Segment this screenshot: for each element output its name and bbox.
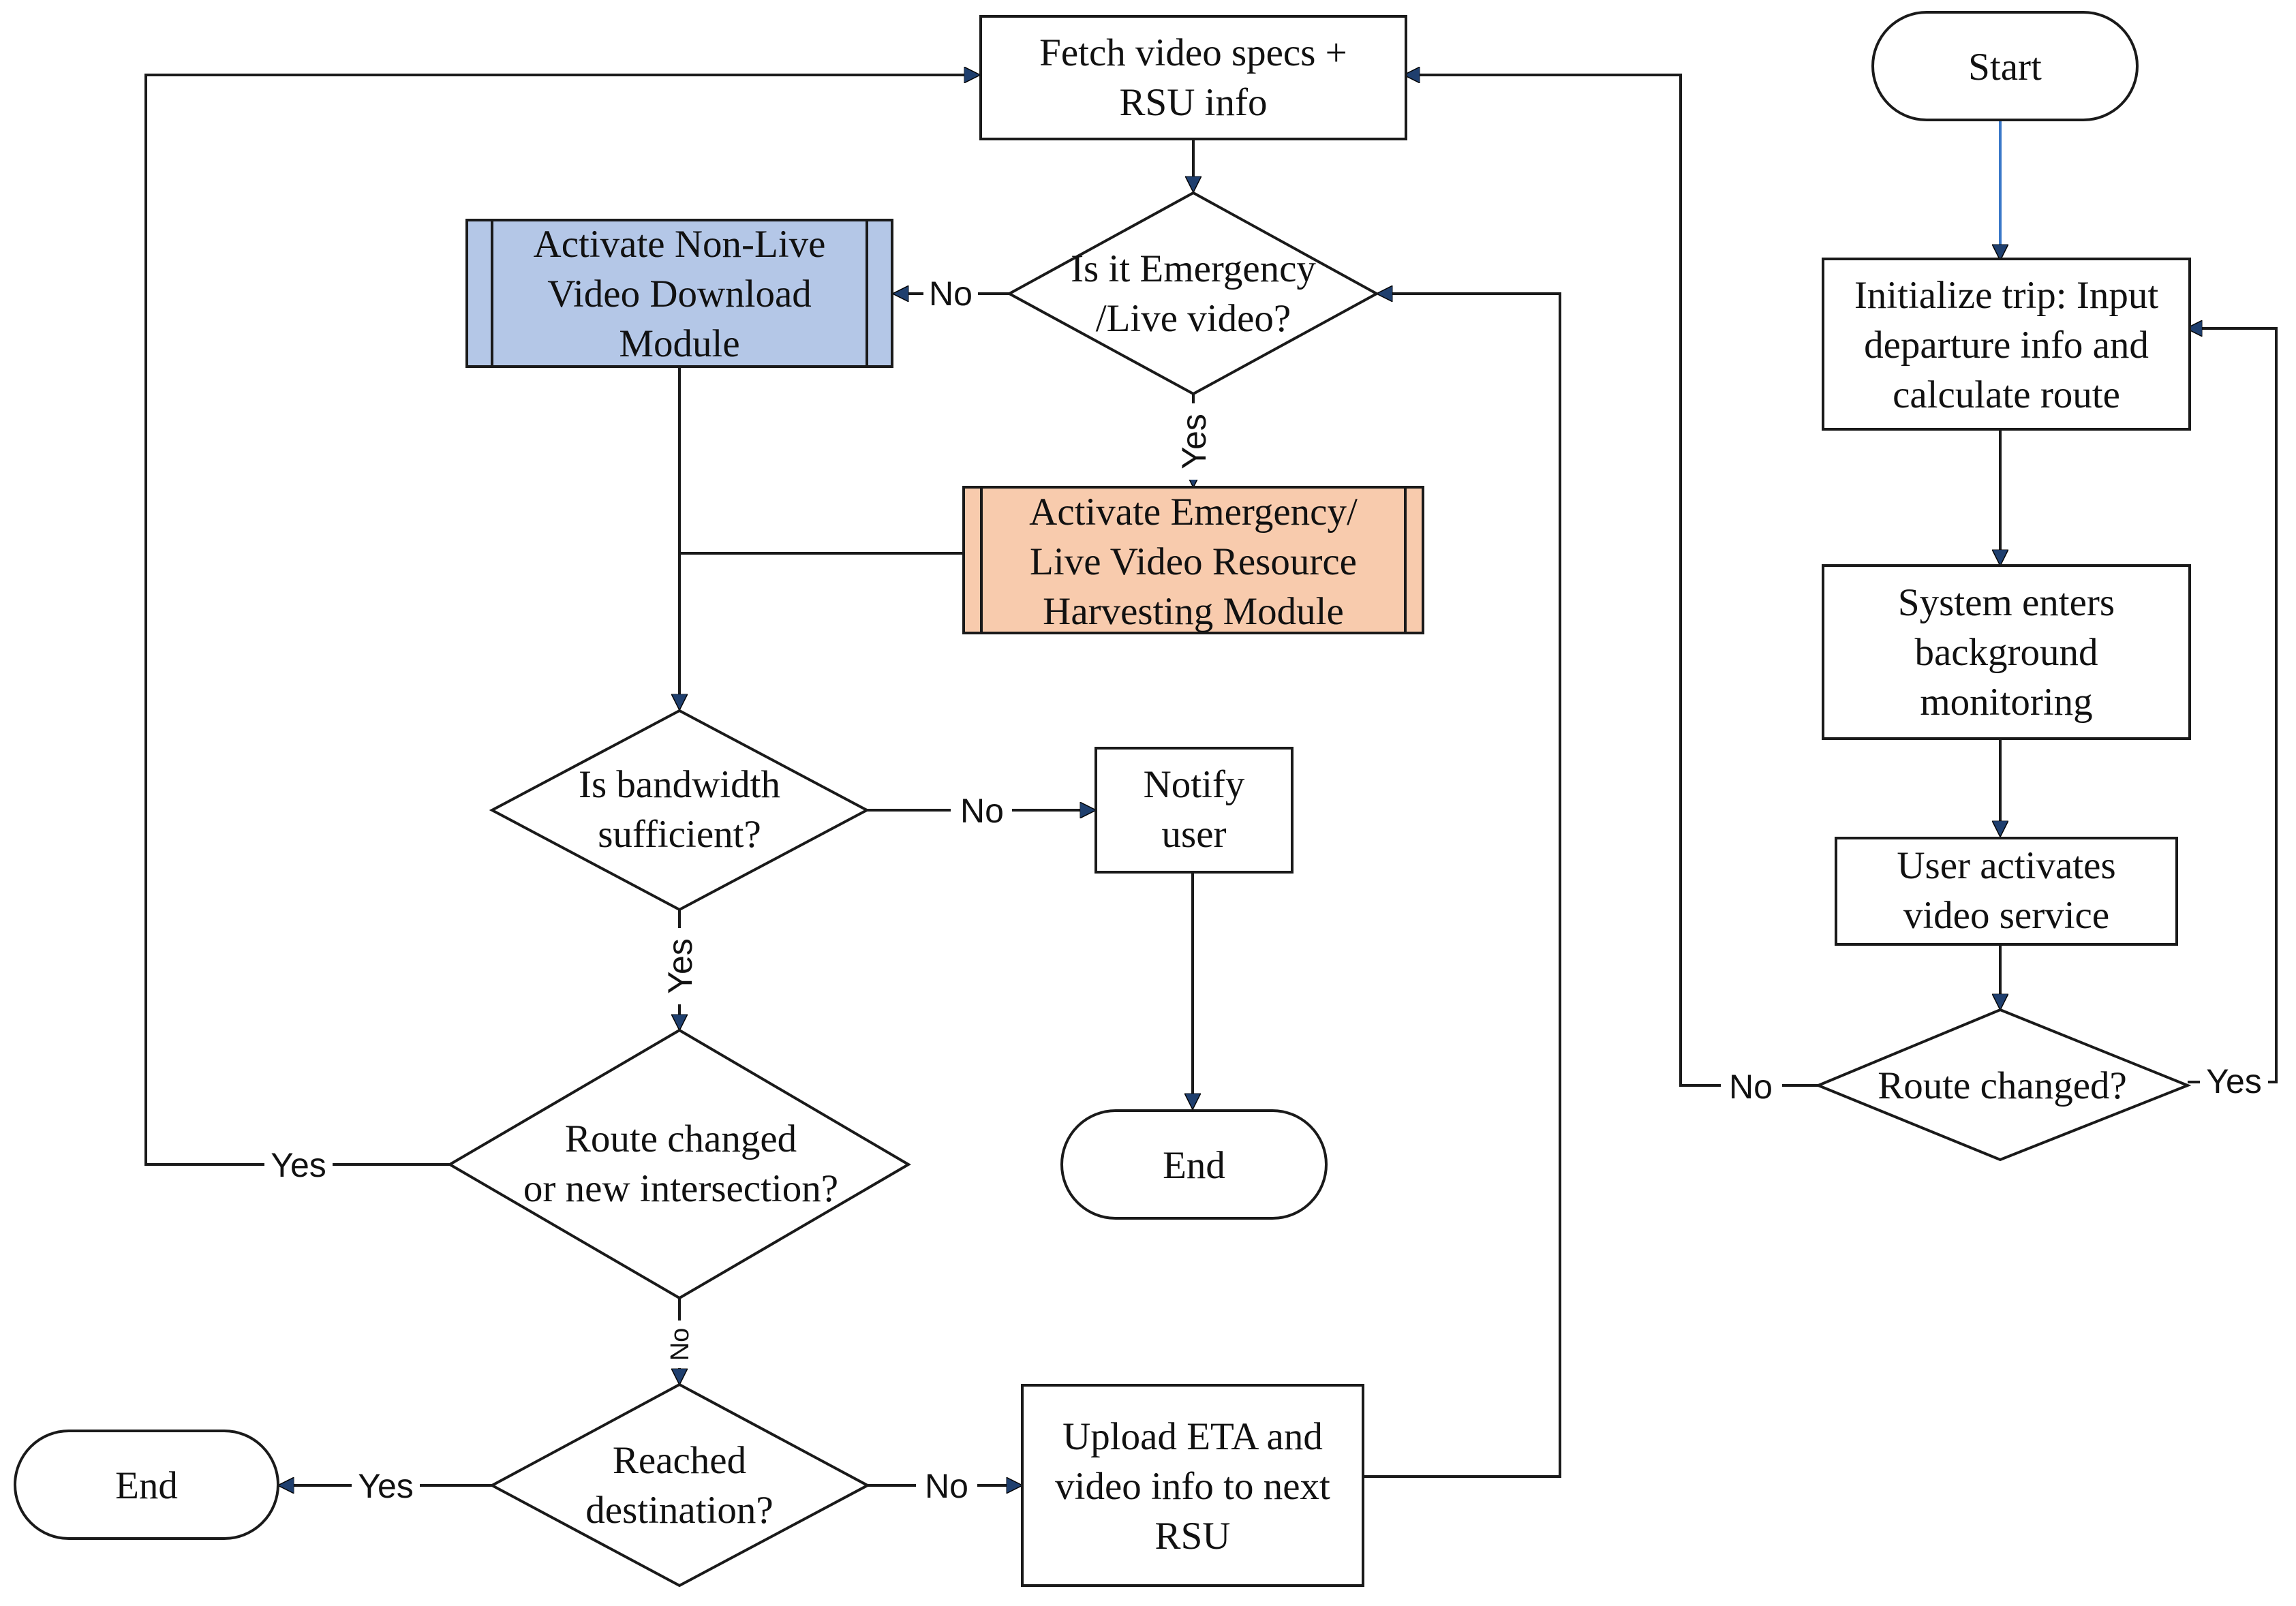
start-terminal: Start: [1871, 11, 2139, 121]
route-changed-left-decision: Route changed or new intersection?: [447, 1028, 911, 1300]
node-text-line: Is bandwidth: [579, 763, 780, 806]
node-text-line: user: [1162, 813, 1227, 856]
node-text-line: Video Download: [547, 273, 812, 315]
node-text-line: sufficient?: [598, 813, 761, 856]
user-activates-process: User activates video service: [1835, 837, 2178, 946]
node-text-line: departure info and: [1864, 324, 2149, 367]
node-text-line: Reached: [613, 1439, 746, 1482]
init-trip-process: Initialize trip: Input departure info and…: [1822, 258, 2191, 431]
end-left-terminal: End: [14, 1430, 279, 1540]
label-bandwidth-no: No: [960, 792, 1004, 830]
node-text-line: calculate route: [1893, 373, 2120, 416]
init-trip-label: Initialize trip: Input departure info and…: [1854, 274, 2159, 416]
fetch-specs-process: Fetch video specs + RSU info: [979, 15, 1407, 140]
node-text-line: video service: [1903, 894, 2109, 937]
node-text-line: Notify: [1144, 763, 1245, 806]
label-emergency-yes: Yes: [1175, 414, 1213, 469]
node-text-line: /Live video?: [1096, 297, 1291, 340]
reached-destination-label: Reached destination?: [585, 1439, 773, 1532]
end-mid-label: End: [1163, 1144, 1225, 1187]
node-text-line: System enters: [1898, 581, 2115, 624]
node-text-line: Activate Emergency/: [1029, 491, 1358, 534]
node-text-line: destination?: [585, 1489, 773, 1532]
end-mid-terminal: End: [1060, 1109, 1328, 1220]
node-text-line: Route changed: [565, 1117, 797, 1160]
start-label: Start: [1968, 46, 2042, 89]
node-text-line: monitoring: [1920, 681, 2092, 724]
label-route-right-yes: Yes: [2206, 1062, 2262, 1100]
node-text-line: background: [1914, 631, 2098, 674]
edge-labels: No Yes No Yes Yes No Yes No No Yes: [264, 273, 2268, 1506]
label-destination-no: No: [925, 1467, 968, 1505]
bandwidth-decision: Is bandwidth sufficient?: [489, 709, 870, 912]
node-text-line: User activates: [1897, 844, 2115, 887]
end-left-label: End: [115, 1464, 178, 1507]
background-monitoring-process: System enters background monitoring: [1822, 564, 2191, 740]
node-text-line: Is it Emergency: [1071, 247, 1316, 290]
node-text-line: Upload ETA and: [1062, 1415, 1323, 1458]
reached-destination-decision: Reached destination?: [489, 1383, 871, 1588]
connector-route-right-yes: [2188, 328, 2278, 1083]
node-text-line: Route changed?: [1878, 1064, 2127, 1107]
connector-route-right-no: [1405, 75, 1818, 1087]
node-text-line: video info to next: [1055, 1465, 1330, 1508]
route-changed-right-decision: Route changed?: [1814, 1008, 2192, 1162]
label-emergency-no: No: [929, 275, 973, 313]
fetch-specs-label: Fetch video specs + RSU info: [1039, 31, 1347, 124]
user-activates-label: User activates video service: [1897, 844, 2115, 937]
node-text-line: Live Video Resource: [1030, 540, 1357, 583]
node-text-line: or new intersection?: [523, 1167, 838, 1210]
label-route-left-no: No: [666, 1328, 694, 1361]
notify-user-process: Notify user: [1095, 747, 1294, 874]
node-text-line: Activate Non-Live: [534, 223, 826, 266]
node-text-line: Initialize trip: Input: [1854, 274, 2159, 317]
notify-user-label: Notify user: [1144, 763, 1245, 856]
is-emergency-label: Is it Emergency/Live video?: [1071, 247, 1316, 340]
is-emergency-decision: Is it Emergency/Live video?: [1006, 191, 1380, 396]
node-text-line: Module: [619, 322, 739, 365]
route-changed-left-label: Route changed or new intersection?: [523, 1117, 838, 1210]
bandwidth-label: Is bandwidth sufficient?: [579, 763, 780, 856]
label-route-right-no: No: [1729, 1068, 1773, 1106]
background-monitoring-label: System enters background monitoring: [1898, 581, 2115, 724]
node-text-line: Harvesting Module: [1043, 590, 1344, 633]
label-destination-yes: Yes: [358, 1467, 414, 1505]
node-text-line: RSU: [1155, 1515, 1231, 1558]
node-text-line: Fetch video specs +: [1039, 31, 1347, 74]
node-text-line: RSU info: [1120, 81, 1268, 124]
route-changed-right-label: Route changed?: [1878, 1064, 2127, 1107]
label-bandwidth-yes: Yes: [661, 938, 699, 994]
label-route-left-yes: Yes: [271, 1146, 326, 1184]
connector-upload-to-emergency: [1363, 294, 1561, 1478]
